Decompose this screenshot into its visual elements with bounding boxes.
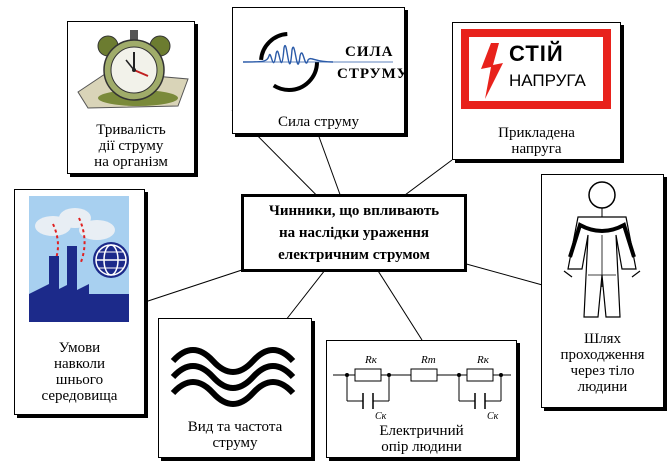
alarm-clock-icon	[77, 30, 189, 109]
current-icon-text-1: СИЛА	[345, 44, 394, 60]
factory-pollution-icon	[29, 196, 129, 322]
duration-label: Тривалість дії струму на організм	[94, 122, 168, 170]
current-icon-text-2: СТРУМУ	[337, 66, 409, 82]
voltage-label: Прикладена напруга	[498, 125, 575, 157]
label-rk-2: Rк	[476, 354, 490, 366]
frequency-label: Вид та частота струму	[187, 419, 283, 451]
sign-text-stop: СТІЙ	[509, 41, 564, 66]
lightning-icon	[481, 43, 503, 99]
human-figure-icon	[563, 181, 641, 318]
current-wave-icon	[242, 32, 393, 92]
environment-label: Умови навколи шнього середовища	[41, 340, 118, 404]
sign-text-voltage: НАПРУГА	[509, 71, 586, 90]
label-ck-1: Cк	[375, 411, 387, 422]
resistance-label: Електричний опір людини	[379, 423, 464, 455]
node-resistance: Rк Rт Rк Cк Cк Електричний опір людини	[326, 340, 517, 458]
node-environment: Умови навколи шнього середовища	[14, 189, 145, 415]
node-current: СИЛА СТРУМУ Сила струму	[232, 7, 408, 134]
central-node: Чинники, що впливають на наслідки уражен…	[241, 194, 467, 272]
node-duration: Тривалість дії струму на організм	[67, 21, 195, 174]
node-frequency: Вид та частота струму	[158, 318, 312, 458]
label-ck-2: Cк	[487, 411, 499, 422]
sine-waves-icon	[170, 347, 296, 407]
equivalent-circuit-icon: Rк Rт Rк Cк Cк	[333, 354, 511, 422]
node-path: Шлях проходження через тіло людини	[541, 174, 664, 408]
stop-voltage-sign: СТІЙ НАПРУГА	[461, 29, 611, 109]
label-rk-1: Rк	[364, 354, 378, 366]
current-label: Сила струму	[278, 114, 359, 130]
path-label: Шлях проходження через тіло людини	[560, 331, 645, 395]
label-rt: Rт	[420, 354, 436, 366]
node-voltage: СТІЙ НАПРУГА Прикладена напруга	[452, 22, 621, 160]
